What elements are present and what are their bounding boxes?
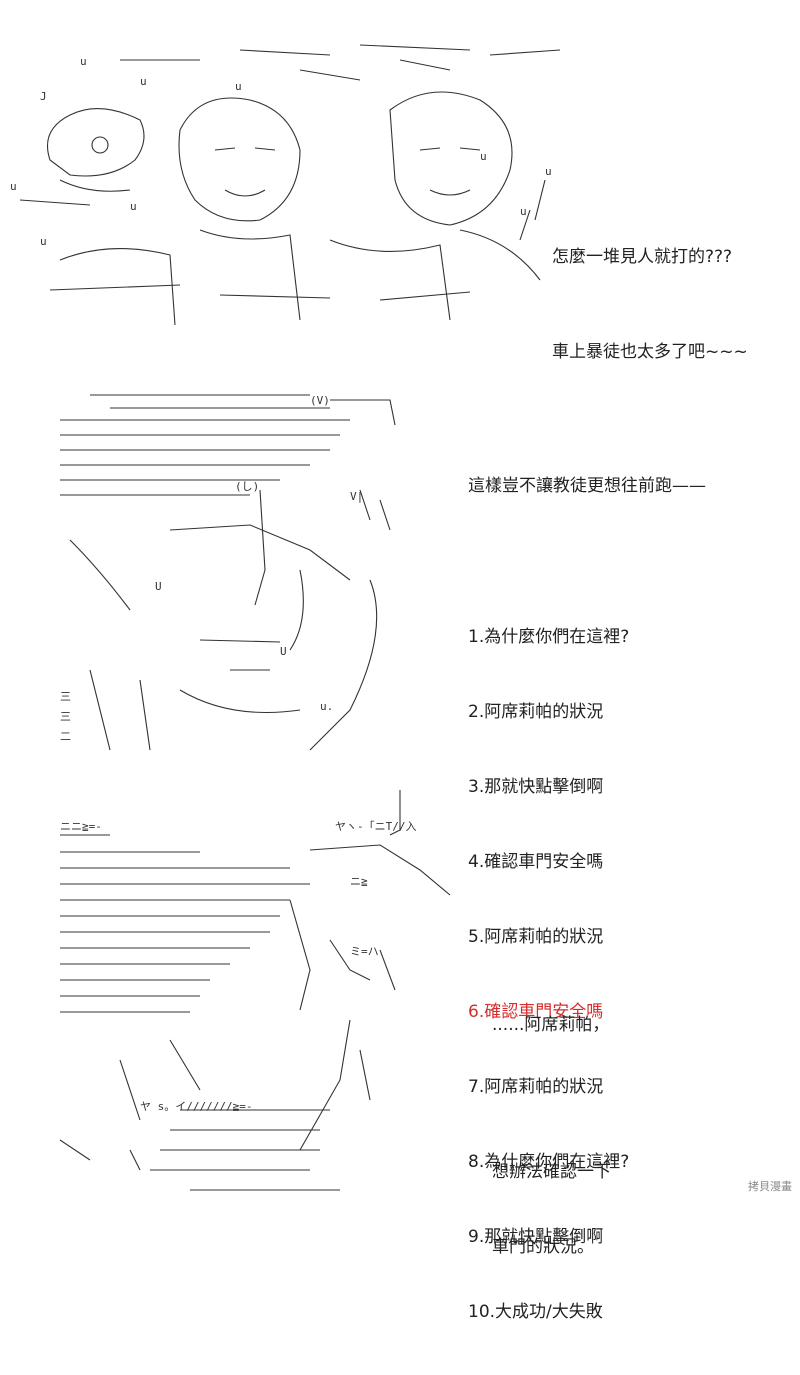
svg-text:三: 三: [60, 690, 71, 703]
svg-text:ミ=ハ: ミ=ハ: [350, 945, 379, 958]
svg-text:J: J: [40, 90, 47, 103]
man-side-illustration: ニニ≧=- ヤヽ-「ニT//入 ニ≧ ミ=ハ ヤ s。イ///////≧=-: [59, 790, 451, 1191]
svg-text:u: u: [140, 75, 147, 88]
panel3-line-3: 車門的狀況。: [492, 1237, 594, 1257]
ascii-art-man-side: ニニ≧=- ヤヽ-「ニT//入 ニ≧ ミ=ハ ヤ s。イ///////≧=-: [50, 790, 470, 1200]
svg-text:ニニ≧=-: ニニ≧=-: [60, 820, 102, 833]
panel3-line-1: ......阿席莉帕，: [492, 1015, 610, 1035]
panel1-line-2: 車上暴徒也太多了吧~~~: [552, 342, 748, 362]
svg-text:U: U: [155, 580, 162, 593]
svg-text:u: u: [545, 165, 552, 178]
svg-text:u: u: [520, 205, 527, 218]
svg-text:u: u: [130, 200, 137, 213]
svg-text:u: u: [10, 180, 17, 193]
svg-text:(し): (し): [235, 480, 259, 493]
svg-text:(V): (V): [310, 394, 330, 407]
panel2-item-6-highlighted: 6.確認車門安全嗎: [468, 1002, 604, 1022]
crowd-illustration: u u Ju u u u u u u: [10, 44, 560, 326]
panel2-item-2: 2.阿席莉帕的狀況: [468, 702, 604, 722]
panel2-item-8: 8.為什麼你們在這裡?: [468, 1152, 630, 1172]
svg-text:u: u: [80, 55, 87, 68]
panel1-line-1: 怎麼一堆見人就打的???: [552, 247, 733, 267]
panel2-item-7: 7.阿席莉帕的狀況: [468, 1077, 604, 1097]
svg-text:ニ≧: ニ≧: [350, 875, 368, 888]
panel-3: ニニ≧=- ヤヽ-「ニT//入 ニ≧ ミ=ハ ヤ s。イ///////≧=- .…: [0, 780, 800, 1257]
svg-text:U: U: [280, 645, 287, 658]
svg-text:u: u: [480, 150, 487, 163]
panel3-caption: ......阿席莉帕， 想辦法確認一下 車門的狀況。: [492, 963, 611, 1310]
watermark: 拷貝漫畫: [748, 1180, 792, 1193]
svg-text:ヤヽ-「ニT//入: ヤヽ-「ニT//入: [335, 820, 417, 833]
svg-text:u: u: [40, 235, 47, 248]
svg-text:三: 三: [60, 710, 71, 723]
panel2-intro: 這樣豈不讓教徒更想往前跑——: [468, 476, 706, 496]
ascii-art-hat-man: (V) (し) V| U U u. 三三二: [50, 380, 420, 760]
panel2-item-1: 1.為什麼你們在這裡?: [468, 627, 630, 647]
svg-text:ヤ s。イ///////≧=-: ヤ s。イ///////≧=-: [140, 1100, 252, 1113]
panel2-item-5: 5.阿席莉帕的狀況: [468, 927, 604, 947]
svg-text:二: 二: [60, 730, 71, 743]
panel2-caption: 這樣豈不讓教徒更想往前跑—— 1.為什麼你們在這裡? 2.阿席莉帕的狀況 3.那…: [468, 424, 706, 1375]
svg-text:u.: u.: [320, 700, 333, 713]
panel2-item-3: 3.那就快點擊倒啊: [468, 777, 604, 797]
hat-man-illustration: (V) (し) V| U U u. 三三二: [60, 394, 396, 751]
panel-2: (V) (し) V| U U u. 三三二 這樣豈不讓教徒更想往前跑—— 1.為…: [0, 370, 800, 1322]
svg-text:u: u: [235, 80, 242, 93]
panel2-item-4: 4.確認車門安全嗎: [468, 852, 604, 872]
panel1-caption: 怎麼一堆見人就打的??? 車上暴徒也太多了吧~~~: [552, 195, 748, 415]
panel3-line-2: 想辦法確認一下: [492, 1162, 611, 1182]
svg-text:V|: V|: [350, 490, 363, 503]
